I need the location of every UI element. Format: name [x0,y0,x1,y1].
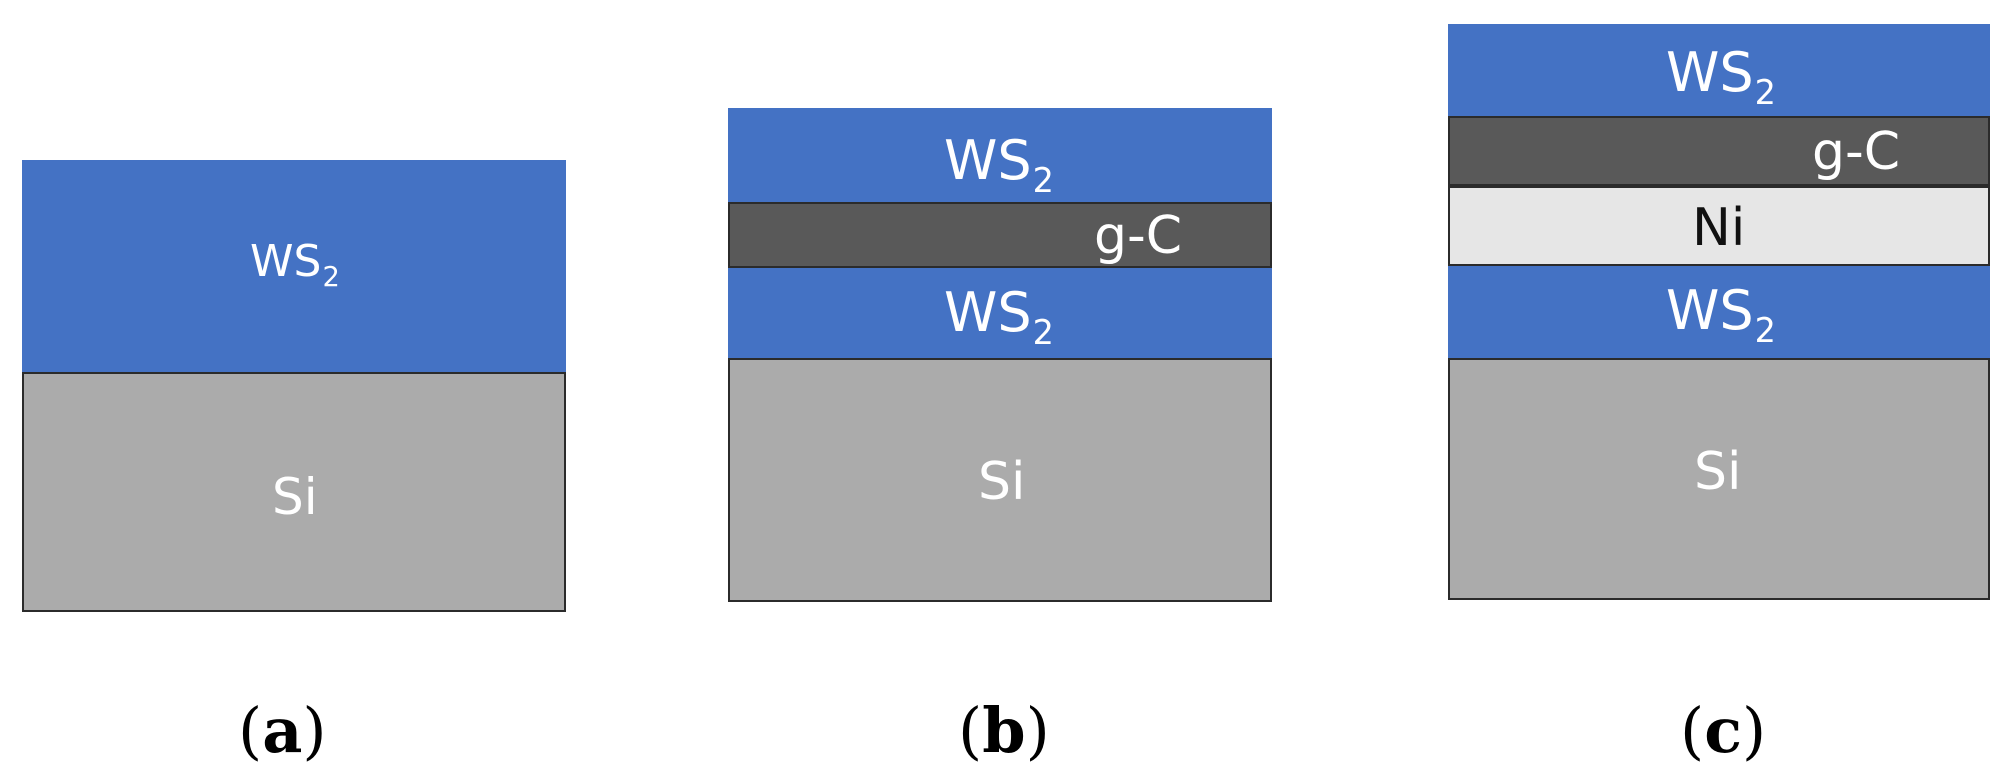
panel-a-si-label: Si [272,468,318,526]
panel-b-stack: WS2 g-C WS2 Si [728,108,1272,602]
panel-c-ni-layer: Ni [1448,186,1990,266]
panel-b-gc-label: g-C [1094,206,1183,266]
panel-b-ws2-bottom-layer: WS2 [728,268,1272,358]
panel-b-caption: (b) [958,694,1050,767]
panel-a-stack: WS2 Si [22,160,566,612]
panel-c-ni-label: Ni [1692,198,1746,258]
panel-a-ws2-label: WS2 [250,236,340,294]
panel-c-ws2-bottom-label: WS2 [1666,279,1776,350]
panel-b-gc-layer: g-C [728,202,1272,268]
panel-a-ws2-layer: WS2 [22,160,566,372]
panel-c-stack: WS2 g-C Ni WS2 Si [1448,24,1990,600]
panel-b-ws2-top-layer: WS2 [728,108,1272,202]
panel-c-ws2-top-label: WS2 [1666,41,1776,112]
panel-c-ws2-top-layer: WS2 [1448,24,1990,116]
panel-c-si-layer: Si [1448,358,1990,600]
panel-b-ws2-top-label: WS2 [944,129,1054,200]
panel-b-si-layer: Si [728,358,1272,602]
panel-a-caption: (a) [238,694,327,767]
panel-c-si-label: Si [1694,442,1742,502]
panel-c-caption: (c) [1680,694,1767,767]
panel-c-ws2-bottom-layer: WS2 [1448,266,1990,358]
panel-c-gc-layer: g-C [1448,116,1990,186]
panel-b-ws2-bottom-label: WS2 [944,281,1054,352]
panel-a-si-layer: Si [22,372,566,612]
panel-c-gc-label: g-C [1812,122,1901,182]
panel-b-si-label: Si [978,452,1026,512]
